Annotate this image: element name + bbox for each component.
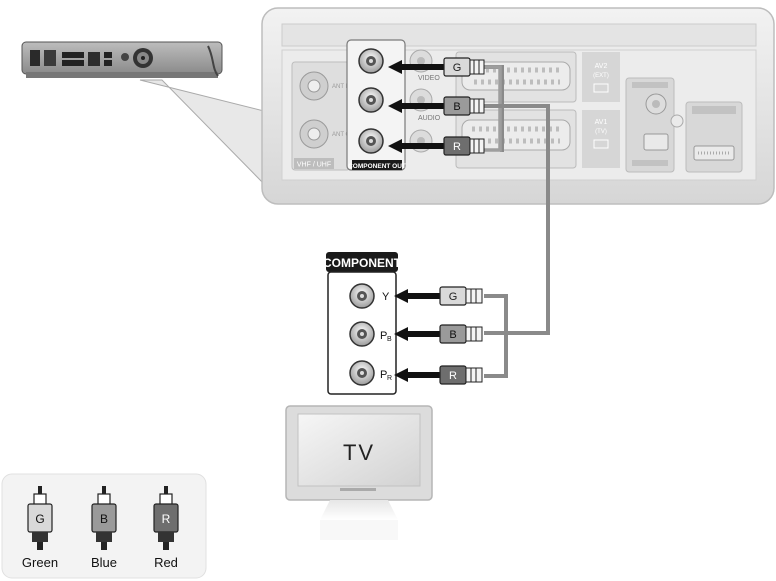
- digital-ports: [625, 77, 743, 173]
- scart-connectors: AV2 (EXT) AV1 (TV): [455, 51, 620, 169]
- legend-plug-red: R Red: [153, 486, 179, 570]
- zoom-callout-lines: [139, 79, 269, 190]
- legend-name: Red: [154, 555, 178, 570]
- component-out-jacks: COMPONENT OUT: [346, 39, 406, 171]
- av1-label: AV1: [595, 119, 608, 126]
- av1-sub-label: (TV): [595, 129, 607, 135]
- plug-g-bottom[interactable]: G: [394, 286, 483, 306]
- av2-sub-label: (EXT): [593, 73, 609, 79]
- legend-letter: B: [100, 512, 108, 526]
- component-title: COMPONENT: [323, 256, 402, 270]
- input-pr-sub-label: R: [387, 375, 392, 382]
- legend-letter: R: [162, 512, 171, 526]
- legend-name: Blue: [91, 555, 117, 570]
- video-label: VIDEO: [418, 75, 440, 82]
- legend-name: Green: [22, 555, 58, 570]
- home-theater-unit: [21, 41, 223, 78]
- input-pb-sub-label: B: [387, 336, 392, 343]
- plug-g-bottom-label: G: [449, 291, 458, 303]
- input-y-label: Y: [382, 291, 390, 303]
- cable-paths: [484, 65, 550, 378]
- plug-g-top[interactable]: G: [388, 57, 485, 77]
- av2-label: AV2: [595, 63, 608, 70]
- plug-b-bottom-label: B: [449, 329, 456, 341]
- legend-plug-blue: B Blue: [91, 486, 117, 570]
- legend-plug-green: G Green: [22, 486, 58, 570]
- antenna-terminals: ANT IN ANT OUT VHF / UHF: [291, 61, 359, 171]
- plug-b-top-label: B: [453, 101, 460, 113]
- tv-component-input: COMPONENT Y P B P R: [323, 252, 402, 395]
- legend-letter: G: [35, 512, 44, 526]
- input-pr-label: P: [380, 369, 387, 381]
- ant-in-label: ANT IN: [332, 84, 352, 90]
- component-out-label: COMPONENT OUT: [348, 163, 406, 170]
- cable-color-legend: G Green B Blue R Red: [1, 473, 207, 579]
- plug-b-top[interactable]: B: [388, 96, 485, 116]
- plug-r-bottom[interactable]: R: [394, 365, 483, 385]
- input-plugs[interactable]: G B R: [394, 286, 483, 385]
- plug-r-bottom-label: R: [449, 370, 457, 382]
- tv-label: TV: [343, 440, 375, 465]
- ant-out-label: ANT OUT: [332, 132, 359, 138]
- plug-r-top[interactable]: R: [388, 136, 485, 156]
- audio-label: AUDIO: [418, 115, 441, 122]
- plug-b-bottom[interactable]: B: [394, 324, 483, 344]
- vhf-uhf-label: VHF / UHF: [297, 162, 331, 169]
- plug-r-top-label: R: [453, 141, 461, 153]
- plug-g-top-label: G: [453, 62, 462, 74]
- tv-set: TV: [285, 405, 433, 540]
- input-pb-label: P: [380, 330, 387, 342]
- panel-plugs[interactable]: G B R: [388, 57, 485, 156]
